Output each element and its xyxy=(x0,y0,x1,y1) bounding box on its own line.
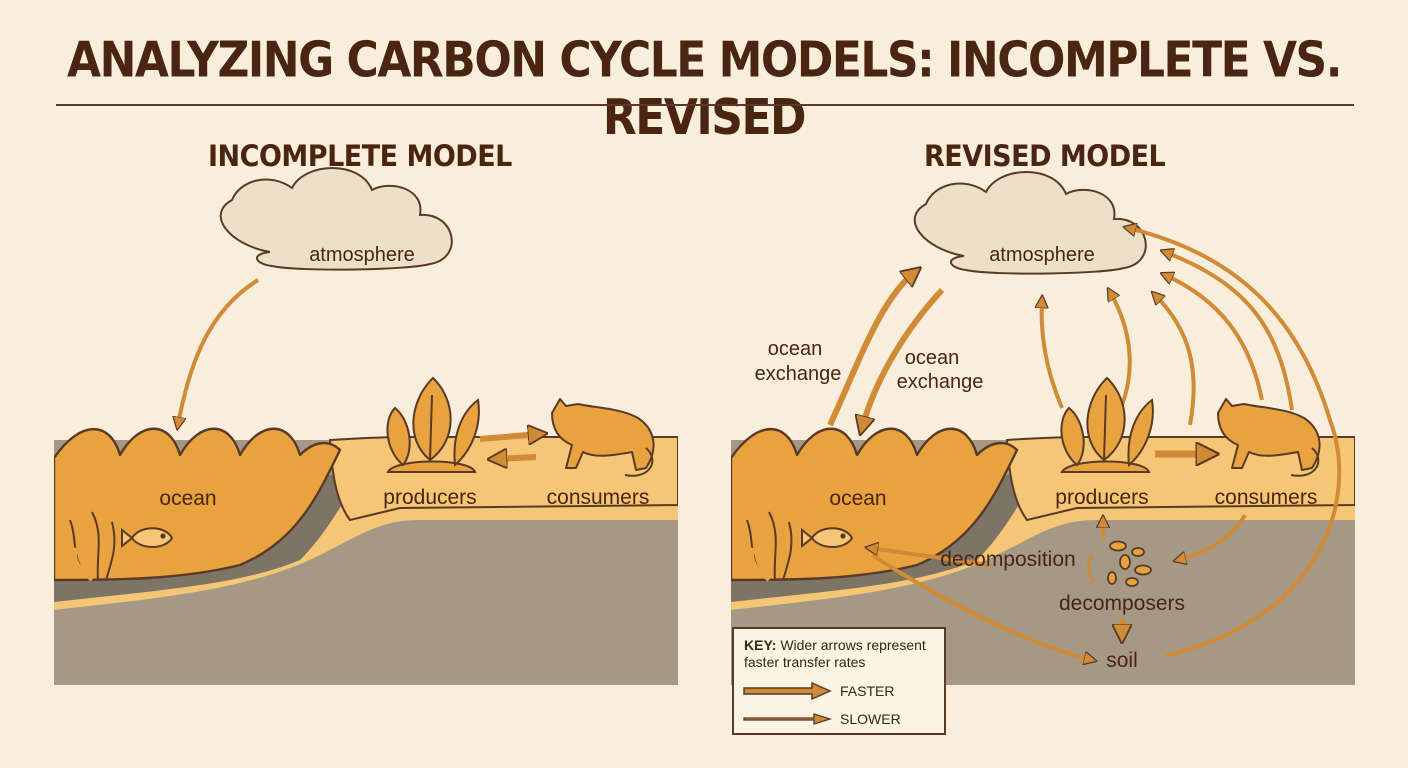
producer-plants-icon xyxy=(386,376,480,473)
decomposition-to-ocean-arrow xyxy=(870,548,991,567)
producer-plants-icon xyxy=(1060,376,1154,473)
ocean-exchange-label-left-line1: ocean xyxy=(768,338,823,360)
incomplete-model-panel: atmosphere ocean producers consumers xyxy=(54,167,678,685)
ocean-label: ocean xyxy=(829,487,886,510)
atmosphere-cloud xyxy=(219,167,453,271)
revised-landscape xyxy=(731,427,1355,685)
producers-respiration-arrow xyxy=(1042,300,1064,409)
legend-key: KEY: Wider arrows represent faster trans… xyxy=(732,627,946,735)
fish-icon xyxy=(801,527,854,549)
soil-label: soil xyxy=(1106,649,1138,672)
atmosphere-to-ocean-arrow xyxy=(862,287,945,428)
consumers-respiration-arrow-1 xyxy=(1155,295,1196,426)
consumers-label: consumers xyxy=(547,486,650,509)
key-slower-label: SLOWER xyxy=(840,711,901,727)
key-description: KEY: Wider arrows represent faster trans… xyxy=(744,637,942,671)
key-heading: KEY: xyxy=(744,637,777,653)
atmosphere-label: atmosphere xyxy=(309,244,415,266)
key-slower-row: SLOWER xyxy=(742,709,942,729)
thick-arrow-icon xyxy=(743,681,832,701)
decomposers-label: decomposers xyxy=(1059,592,1185,615)
key-faster-label: FASTER xyxy=(840,683,895,699)
thin-arrow-icon xyxy=(743,713,833,725)
page-title: ANALYZING CARBON CYCLE MODELS: INCOMPLET… xyxy=(67,31,1342,147)
decomposition-label: decomposition xyxy=(940,548,1075,571)
consumers-to-producers-arrow xyxy=(495,457,537,459)
consumers-respiration-arrow-2 xyxy=(1165,275,1264,401)
revised-model-panel: atmosphere ocean exchange ocean exchange… xyxy=(731,171,1355,685)
seaweed-icon xyxy=(69,511,116,582)
ocean-exchange-label-right-line2: exchange xyxy=(897,371,984,393)
key-faster-row: FASTER xyxy=(742,681,942,701)
incomplete-model-heading: INCOMPLETE MODEL xyxy=(208,139,512,174)
producers-label: producers xyxy=(383,486,476,509)
consumer-animal-icon xyxy=(551,398,655,477)
revised-model-heading: REVISED MODEL xyxy=(924,139,1166,174)
consumers-to-decomposers-arrow xyxy=(1178,513,1247,560)
ocean-to-soil-arrow xyxy=(870,553,1092,660)
producers-to-consumers-arrow xyxy=(479,434,540,439)
consumers-respiration-arrow-3 xyxy=(1165,252,1294,411)
incomplete-landscape xyxy=(54,427,678,685)
soil-to-atmosphere-arrow xyxy=(1128,228,1342,658)
producers-label: producers xyxy=(1055,486,1148,509)
ocean-exchange-label-right-line1: ocean xyxy=(905,347,960,369)
title-divider xyxy=(56,104,1354,106)
ocean-to-atmosphere-arrow xyxy=(827,272,915,427)
consumer-animal-icon xyxy=(1217,398,1321,477)
ocean-label: ocean xyxy=(159,487,216,510)
atmosphere-to-ocean-arrow xyxy=(178,278,260,425)
consumers-label: consumers xyxy=(1215,486,1318,509)
ocean-exchange-label-left-line2: exchange xyxy=(755,363,842,385)
fish-icon xyxy=(121,527,174,549)
producers-to-atmosphere-arrow xyxy=(1110,292,1132,406)
seaweed-icon xyxy=(746,511,793,582)
decomposers-icon xyxy=(1086,540,1152,587)
key-description-text: Wider arrows represent faster transfer r… xyxy=(744,637,926,670)
atmosphere-cloud xyxy=(913,171,1147,275)
atmosphere-label: atmosphere xyxy=(989,244,1095,266)
